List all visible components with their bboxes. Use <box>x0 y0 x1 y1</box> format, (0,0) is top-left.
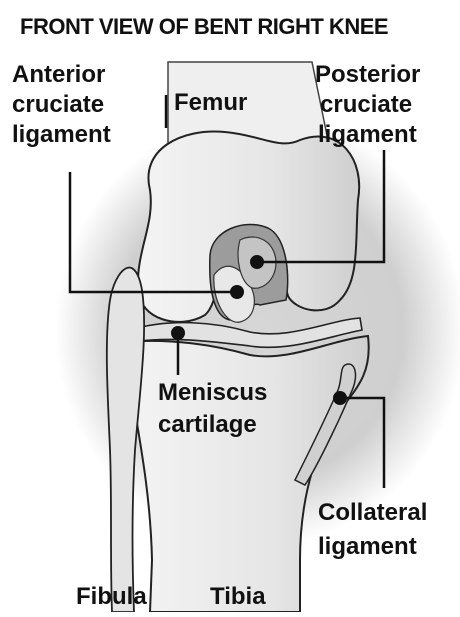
pcl-marker <box>250 255 264 269</box>
meniscus-label-line-1: Meniscus <box>158 379 267 406</box>
tibia-label: Tibia <box>210 583 266 610</box>
collateral-marker <box>333 391 347 405</box>
collateral-label-line-1: Collateral <box>318 499 427 526</box>
acl-label-line-3: ligament <box>12 121 111 148</box>
meniscus-label-line-2: cartilage <box>158 411 257 438</box>
meniscus-marker <box>171 326 185 340</box>
fibula-label: Fibula <box>76 583 147 610</box>
acl-label-line-1: Anterior <box>12 61 105 88</box>
label-acl: Anterior cruciate ligament <box>12 61 111 148</box>
label-pcl: Posterior cruciate ligament <box>315 61 420 148</box>
acl-marker <box>230 285 244 299</box>
acl-label-line-2: cruciate <box>12 91 104 118</box>
diagram-title: FRONT VIEW OF BENT RIGHT KNEE <box>20 14 388 39</box>
pcl-label-line-1: Posterior <box>315 61 420 88</box>
pcl-label-line-3: ligament <box>318 121 417 148</box>
pcl-label-line-2: cruciate <box>320 91 412 118</box>
femur-label: Femur <box>174 89 247 116</box>
collateral-label-line-2: ligament <box>318 533 417 560</box>
